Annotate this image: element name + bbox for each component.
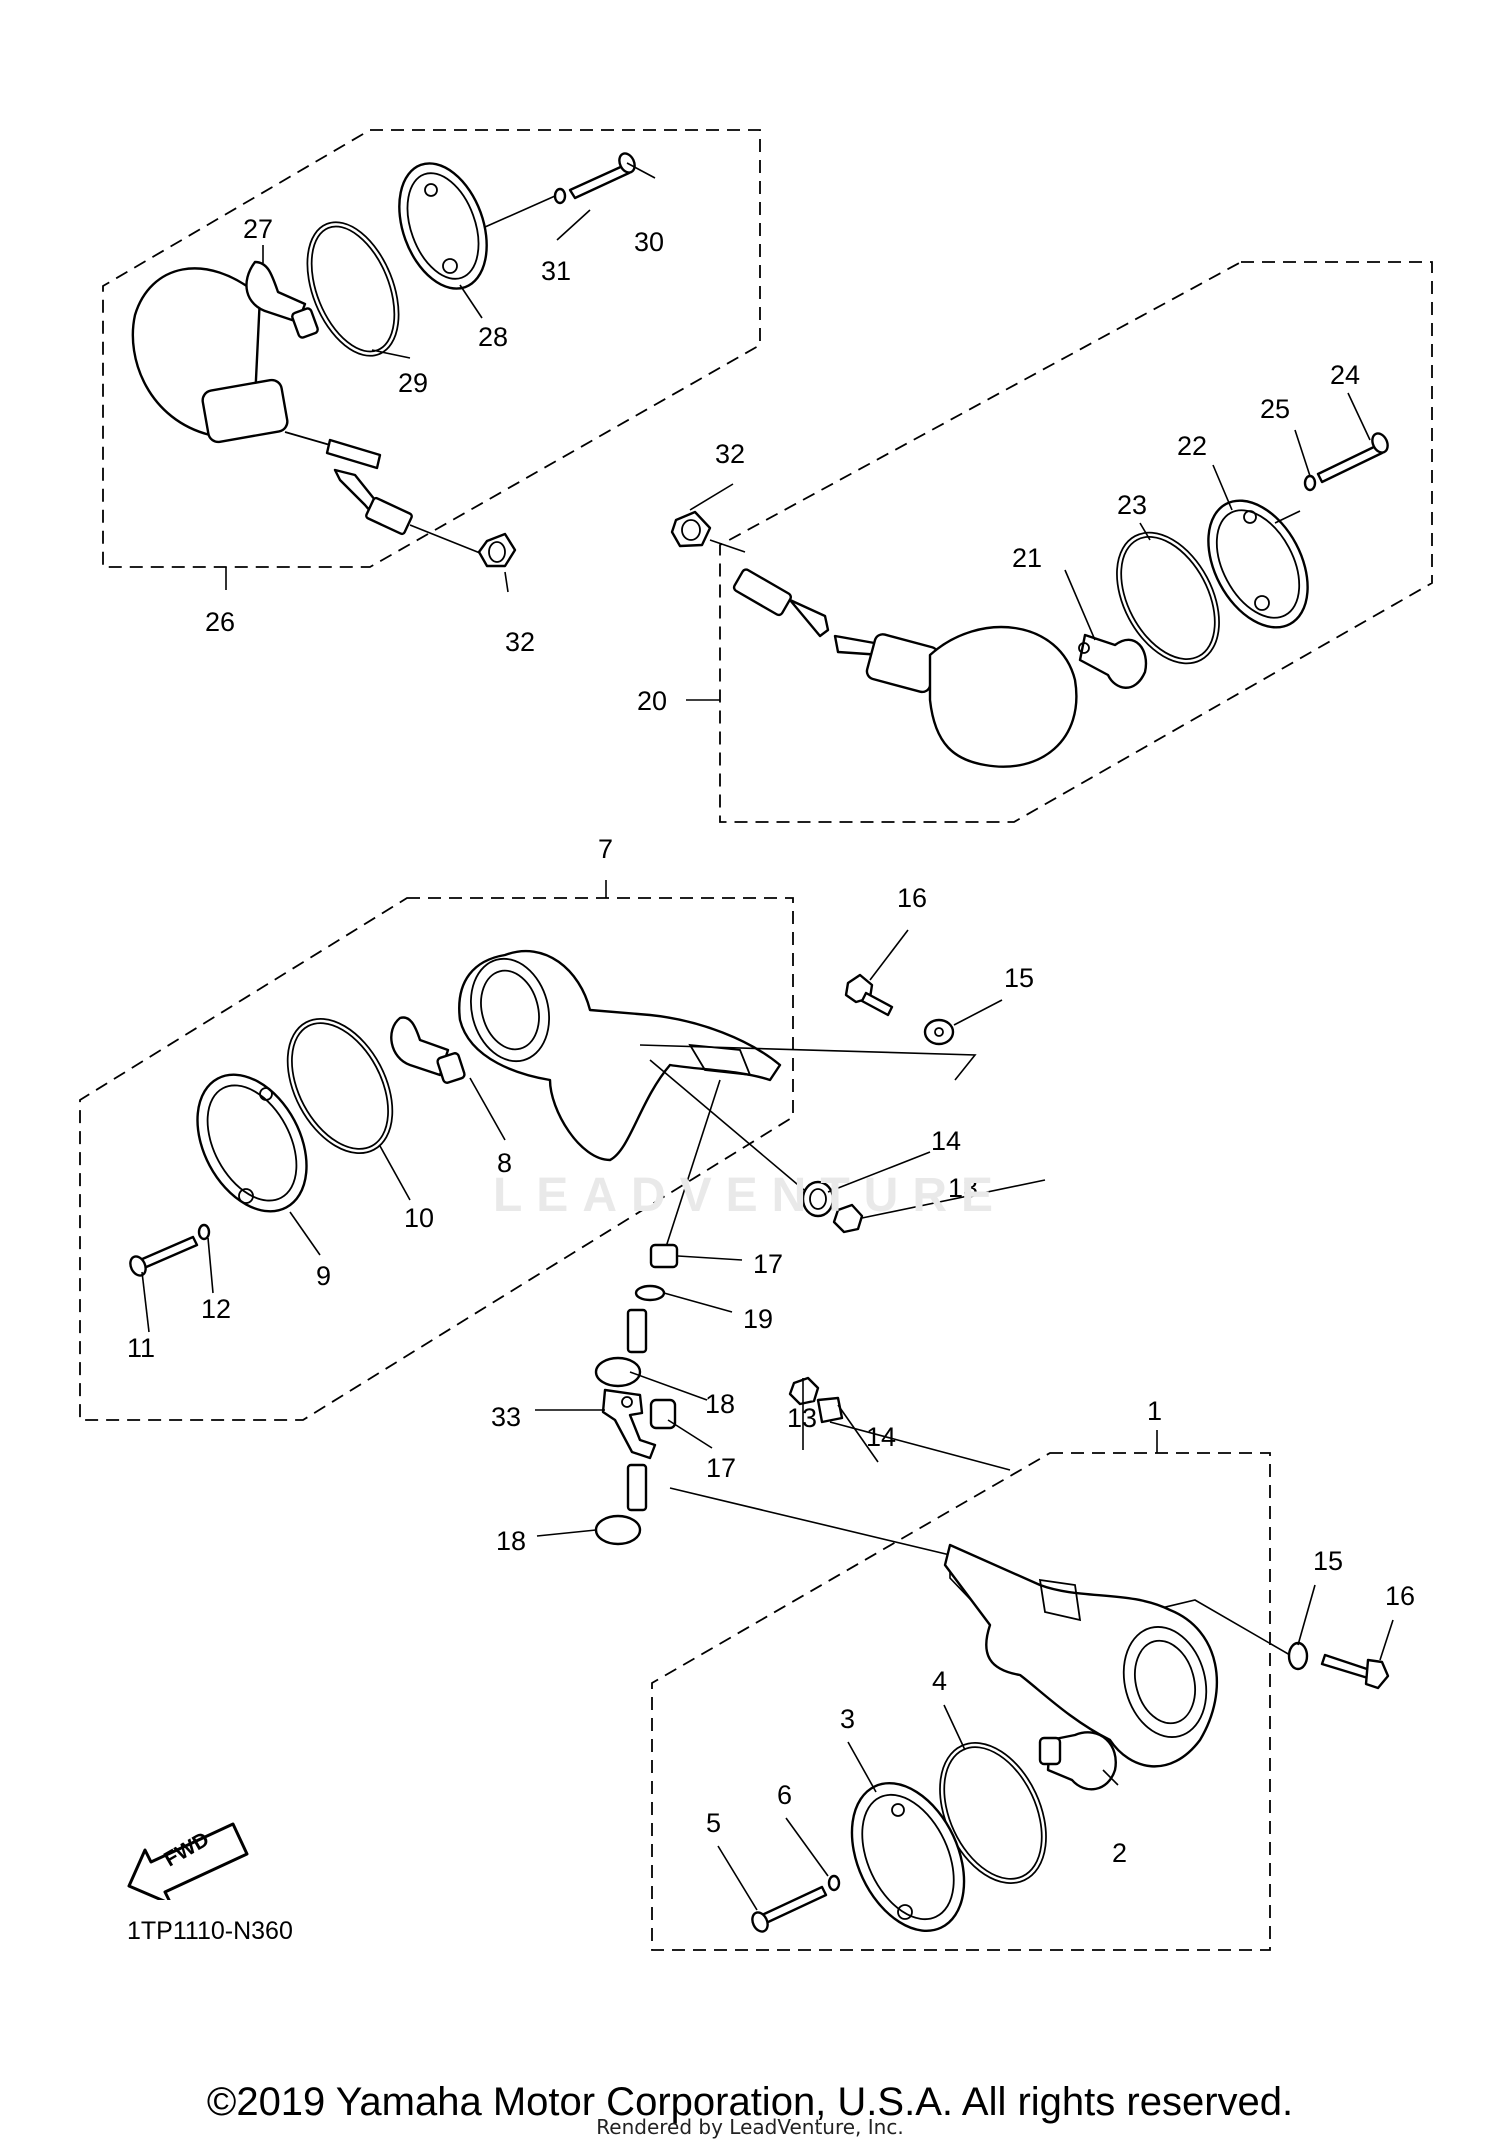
label-12: 12 <box>201 1294 231 1324</box>
label-21: 21 <box>1012 543 1042 573</box>
lens-rim-22 <box>1207 499 1309 629</box>
label-27: 27 <box>243 214 273 244</box>
diagram-code: 1TP1110-N360 <box>127 1917 293 1945</box>
front-left-lens-9 <box>196 1073 308 1213</box>
label-15-top: 15 <box>1004 963 1034 993</box>
label-2: 2 <box>1112 1838 1127 1868</box>
label-6: 6 <box>777 1780 792 1810</box>
label-25: 25 <box>1260 394 1290 424</box>
label-1: 1 <box>1147 1396 1162 1426</box>
label-11: 11 <box>127 1333 155 1363</box>
group-20-boundary <box>719 261 1433 823</box>
label-15-bottom: 15 <box>1313 1546 1343 1576</box>
label-17-top: 17 <box>753 1249 783 1279</box>
label-23: 23 <box>1117 490 1147 520</box>
screw-5 <box>760 1885 828 1925</box>
bolt-18-bottom <box>626 1463 648 1512</box>
screw-24 <box>1316 443 1384 484</box>
bulb-8 <box>390 1016 450 1077</box>
label-32-right: 32 <box>715 439 745 469</box>
lens-socket-26 <box>201 378 289 444</box>
lens-socket-20 <box>865 633 940 694</box>
nut-13-top <box>832 1203 864 1234</box>
label-7: 7 <box>598 834 613 864</box>
label-31: 31 <box>541 256 571 286</box>
screw-11 <box>138 1235 199 1270</box>
label-5: 5 <box>706 1808 721 1838</box>
label-24: 24 <box>1330 360 1360 390</box>
label-17-bottom: 17 <box>706 1453 736 1483</box>
washer-31 <box>553 187 567 205</box>
washer-19 <box>634 1284 666 1302</box>
label-4: 4 <box>932 1666 947 1696</box>
nut-32-left <box>477 532 517 568</box>
screw-30 <box>568 163 631 200</box>
label-16-bottom: 16 <box>1385 1581 1415 1611</box>
lens-rim-28 <box>398 162 488 290</box>
part-number-labels: 27 29 28 31 30 26 32 32 20 21 23 22 25 2… <box>127 214 1415 1868</box>
washer-12 <box>197 1223 211 1241</box>
label-19: 19 <box>743 1304 773 1334</box>
washer-6 <box>827 1874 841 1892</box>
front-left-housing-7 <box>458 949 782 1162</box>
label-14-top: 14 <box>931 1126 961 1156</box>
watermark: LEADVENTURE <box>492 1169 1008 1222</box>
label-33: 33 <box>491 1402 521 1432</box>
front-right-lens-3 <box>850 1782 966 1932</box>
spacer-17-top <box>649 1243 679 1269</box>
nut-13-bottom <box>788 1376 820 1406</box>
group-7-boundary <box>79 897 794 1421</box>
collar-14-bottom <box>816 1396 844 1424</box>
label-13-bottom: 13 <box>787 1403 817 1433</box>
bolt-16-bottom <box>1320 1653 1372 1680</box>
label-29: 29 <box>398 368 428 398</box>
label-32-left: 32 <box>505 627 535 657</box>
label-13-top: 13 <box>948 1173 978 1203</box>
collar-14-top <box>801 1180 835 1218</box>
label-30: 30 <box>634 227 664 257</box>
label-18-bottom: 18 <box>496 1526 526 1556</box>
label-22: 22 <box>1177 431 1207 461</box>
label-26: 26 <box>205 607 235 637</box>
bolt-18-top <box>626 1308 648 1354</box>
label-16-top: 16 <box>897 883 927 913</box>
label-20: 20 <box>637 686 667 716</box>
spacer-17-bottom <box>649 1398 677 1430</box>
label-10: 10 <box>404 1203 434 1233</box>
label-8: 8 <box>497 1148 512 1178</box>
bulb-21 <box>1078 633 1148 689</box>
group-26-boundary <box>102 129 761 568</box>
label-14-bottom: 14 <box>866 1422 896 1452</box>
bulb-2 <box>1046 1731 1117 1791</box>
label-3: 3 <box>840 1704 855 1734</box>
washer-25 <box>1303 474 1317 492</box>
copyright-notice: ©2019 Yamaha Motor Corporation, U.S.A. A… <box>206 2080 1294 2124</box>
rendered-by-notice: Rendered by LeadVenture, Inc. <box>596 2115 904 2139</box>
washer-15-top <box>923 1018 955 1046</box>
gasket-29 <box>306 221 400 357</box>
forward-arrow-icon <box>127 1822 249 1900</box>
rear-right-lens-20 <box>928 625 1078 768</box>
label-28: 28 <box>478 322 508 352</box>
nut-32-right <box>670 510 712 548</box>
leader-lines <box>141 162 1394 1911</box>
label-9: 9 <box>316 1261 331 1291</box>
bracket-33 <box>601 1388 657 1460</box>
washer-15-bottom <box>1287 1641 1309 1671</box>
label-18-top: 18 <box>705 1389 735 1419</box>
